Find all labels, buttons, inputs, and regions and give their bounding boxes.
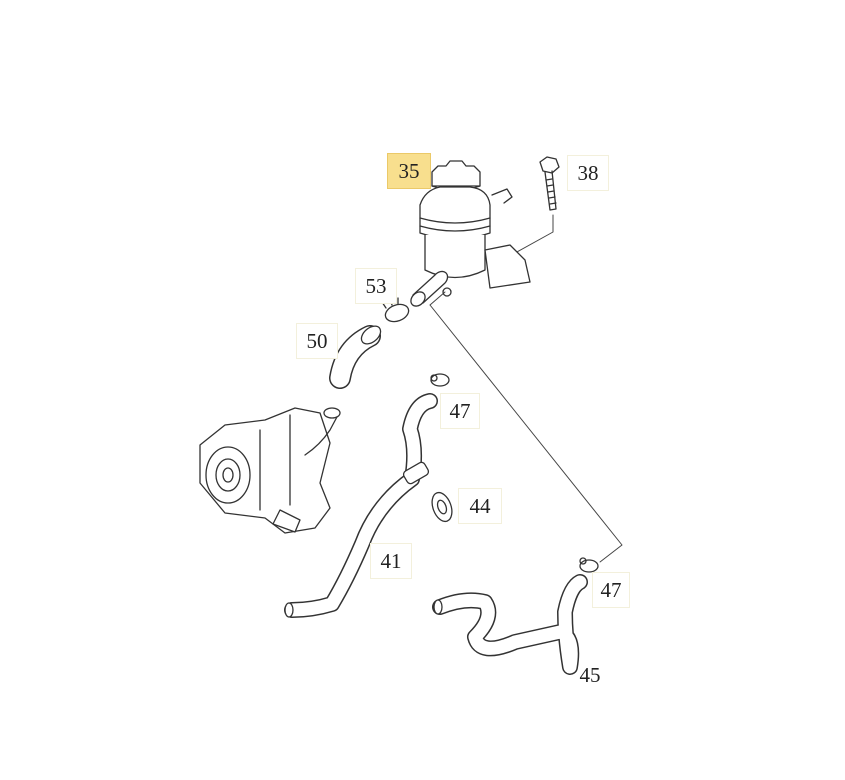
reservoir-part-35: [410, 160, 531, 307]
hose-part-41: [284, 393, 438, 618]
hose-part-45: [432, 574, 588, 675]
bolt-part-38: [539, 156, 560, 211]
power-steering-pump: [199, 407, 341, 534]
callout-50[interactable]: 50: [296, 323, 338, 359]
hose-part-50: [329, 325, 382, 389]
callout-45[interactable]: 45: [579, 663, 601, 687]
callout-47-lower[interactable]: 47: [592, 572, 630, 608]
clamp-part-47-upper: [430, 373, 450, 387]
callout-38[interactable]: 38: [567, 155, 609, 191]
callout-47-upper[interactable]: 47: [440, 393, 480, 429]
callout-35[interactable]: 35: [387, 153, 431, 189]
callout-53[interactable]: 53: [355, 268, 397, 304]
callout-41[interactable]: 41: [370, 543, 412, 579]
clamp-part-47-lower: [579, 557, 599, 573]
seal-part-44: [431, 491, 453, 523]
callout-44[interactable]: 44: [458, 488, 502, 524]
